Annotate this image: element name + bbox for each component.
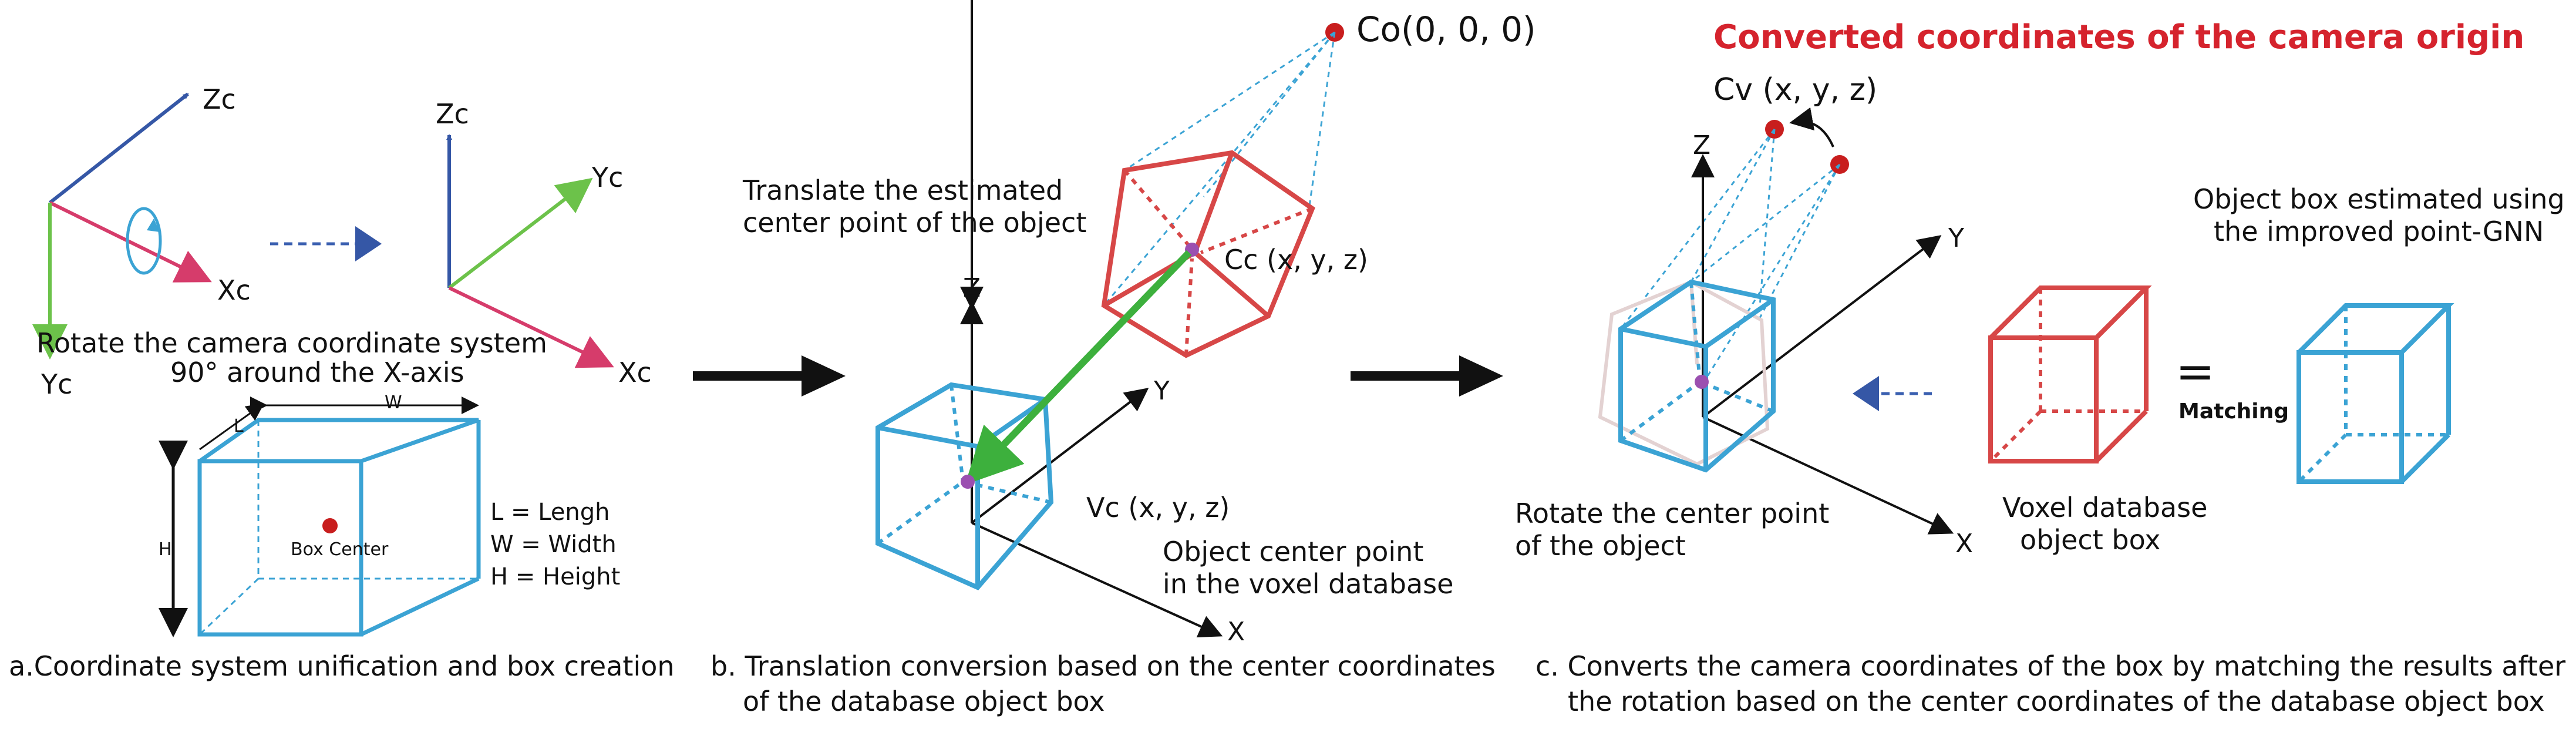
database-box-red	[1988, 285, 2152, 463]
box-center-label: Box Center	[291, 539, 389, 560]
rotation-curve-icon	[1789, 107, 1834, 147]
zc-axis-1	[49, 92, 189, 204]
estimated-box-blue	[2296, 303, 2454, 484]
legend-length: L = Lengh	[490, 499, 610, 526]
frustum-lines	[1103, 31, 1336, 306]
z-label-b: Z	[963, 273, 981, 303]
caption-c-line1: c. Converts the camera coordinates of th…	[1536, 650, 2565, 682]
dim-h-label: H	[159, 539, 172, 560]
caption-c-line2: the rotation based on the center coordin…	[1568, 686, 2545, 717]
translate-text-line1: Translate the estimated	[742, 174, 1063, 206]
frustum-lines-c	[1619, 129, 1841, 379]
caption-b-line1: b. Translation conversion based on the c…	[710, 650, 1496, 682]
equals-sign: =	[2176, 344, 2215, 399]
translation-arrow	[965, 250, 1192, 485]
dashed-arrow-left-icon	[1853, 376, 1932, 411]
rotate-c-line2: of the object	[1515, 530, 1686, 562]
center-point-c	[1695, 375, 1709, 389]
camera-axes-rotated: Zc Yc Xc	[436, 98, 652, 388]
rotate-text-line1: Rotate the camera coordinate system	[36, 327, 547, 359]
xc-label-2: Xc	[618, 357, 652, 388]
translate-text-line2: center point of the object	[743, 207, 1086, 239]
panel-a: Zc Xc Yc Zc Yc Xc Rotate the camera coor…	[9, 83, 675, 682]
y-label-b: Y	[1153, 376, 1170, 406]
box-center-point	[322, 518, 338, 533]
dim-l-label: L	[234, 416, 244, 436]
legend-height: H = Height	[490, 563, 620, 590]
rotate-text-line2: 90° around the X-axis	[170, 357, 464, 388]
rotate-c-line1: Rotate the center point	[1515, 498, 1829, 529]
flow-arrow-icon-2	[1351, 355, 1503, 397]
voxel-box-blue-c	[1618, 279, 1776, 473]
vc-point	[961, 475, 975, 489]
panel-b: Co(0, 0, 0) Cc (x, y, z) Translate the e…	[710, 0, 1536, 717]
yc-axis-2	[448, 177, 593, 290]
caption-a: a.Coordinate system unification and box …	[9, 650, 675, 682]
z-label-c: Z	[1693, 130, 1710, 160]
cv-label: Cv (x, y, z)	[1713, 72, 1877, 108]
yc-label-1: Yc	[41, 368, 72, 400]
matching-label: Matching	[2178, 399, 2289, 424]
dashed-arrow-icon	[270, 226, 382, 261]
object-text-line1: Object center point	[1163, 536, 1423, 567]
zc-label-2: Zc	[436, 98, 469, 130]
cc-label: Cc (x, y, z)	[1224, 244, 1368, 276]
estimated-line1: Object box estimated using	[2193, 183, 2565, 215]
camera-axes-original: Zc Xc Yc	[32, 83, 251, 400]
xc-label-1: Xc	[217, 274, 251, 306]
caption-b-line2: of the database object box	[743, 686, 1105, 717]
legend-width: W = Width	[490, 531, 617, 558]
yc-label-2: Yc	[591, 162, 623, 193]
y-label-c: Y	[1948, 223, 1964, 253]
object-text-line2: in the voxel database	[1163, 568, 1453, 600]
panel-c: Converted coordinates of the camera orig…	[1515, 18, 2565, 717]
rotation-arrow-icon	[126, 207, 162, 275]
voxel-db-line1: Voxel database	[2002, 492, 2207, 523]
co-label: Co(0, 0, 0)	[1356, 9, 1536, 49]
estimated-line2: the improved point-GNN	[2214, 216, 2544, 247]
xc-axis-2	[448, 286, 614, 368]
dim-w-label: W	[385, 392, 402, 413]
x-label-c: X	[1955, 529, 1973, 559]
panel-c-title: Converted coordinates of the camera orig…	[1713, 18, 2524, 56]
x-label-b: X	[1227, 617, 1245, 647]
vc-label: Vc (x, y, z)	[1086, 492, 1230, 523]
flow-arrow-icon	[693, 355, 846, 397]
voxel-axes-c: Z Y X	[1691, 130, 1973, 559]
dimension-arrows: W L H	[159, 392, 479, 637]
voxel-db-line2: object box	[2020, 524, 2161, 556]
dimension-box: Box Center	[197, 418, 481, 637]
zc-label-1: Zc	[203, 83, 236, 115]
